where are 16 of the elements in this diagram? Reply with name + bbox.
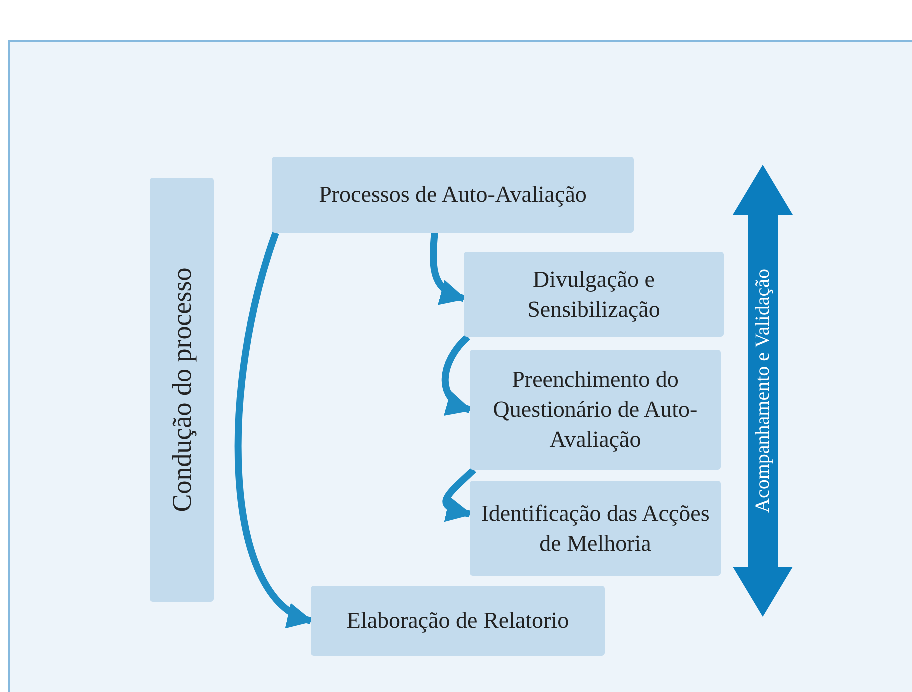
arrow [442,334,472,414]
node-label: Preenchimento do Questionário de Auto-Avaliação [492,366,699,454]
node-label: Processos de Auto-Avaliação [318,181,588,209]
process-box [272,157,634,233]
vertical-box [150,178,214,602]
process-box [470,481,721,576]
node-label: Identificação das Acções de Melhoria [480,500,711,558]
arrow [430,232,466,304]
process-box [464,252,724,337]
node-label: Acompanhamento e Validação [751,269,775,513]
process-box [470,350,721,470]
node-label: Divulgação e Sensibilização [526,266,662,324]
node-label: Condução do processo [167,268,197,512]
process-box [311,586,605,656]
node-label: Elaboração de Relatorio [346,607,570,635]
arrow [442,467,476,522]
